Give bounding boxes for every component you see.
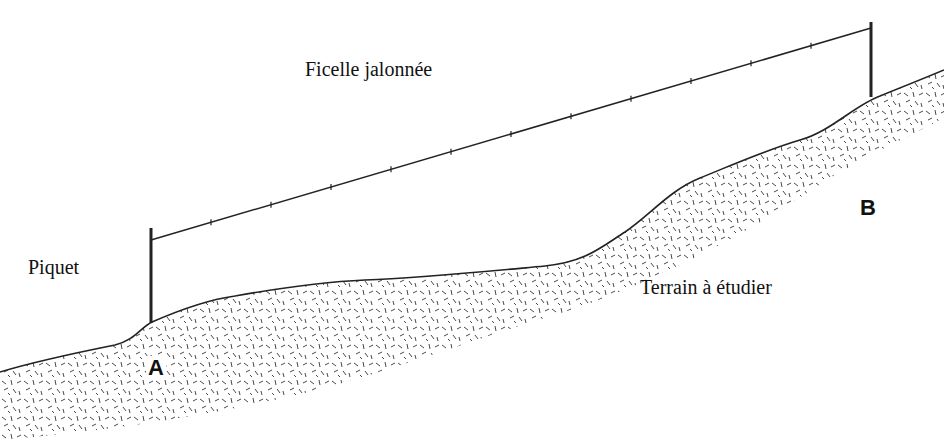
point-letter: B	[858, 196, 878, 220]
stake-label: Piquet	[28, 256, 79, 278]
string-mark	[510, 131, 511, 137]
string-marks	[211, 43, 811, 226]
string-mark	[690, 78, 691, 84]
string-mark	[390, 166, 391, 172]
string-mark	[450, 149, 451, 155]
stake	[150, 228, 153, 323]
stake	[870, 22, 873, 97]
string-label: Ficelle jalonnée	[305, 58, 432, 80]
string-mark	[570, 113, 571, 119]
marked-string	[151, 28, 871, 240]
string-mark	[330, 184, 331, 190]
string-mark	[210, 219, 211, 225]
point-letter: A	[146, 356, 166, 380]
ground-surface	[0, 70, 944, 372]
string-mark	[810, 43, 811, 49]
string-mark	[630, 96, 631, 102]
string-mark	[750, 60, 751, 66]
soil-texture	[0, 70, 944, 440]
string-mark	[270, 202, 271, 208]
terrain-label: Terrain à étudier	[640, 276, 772, 298]
